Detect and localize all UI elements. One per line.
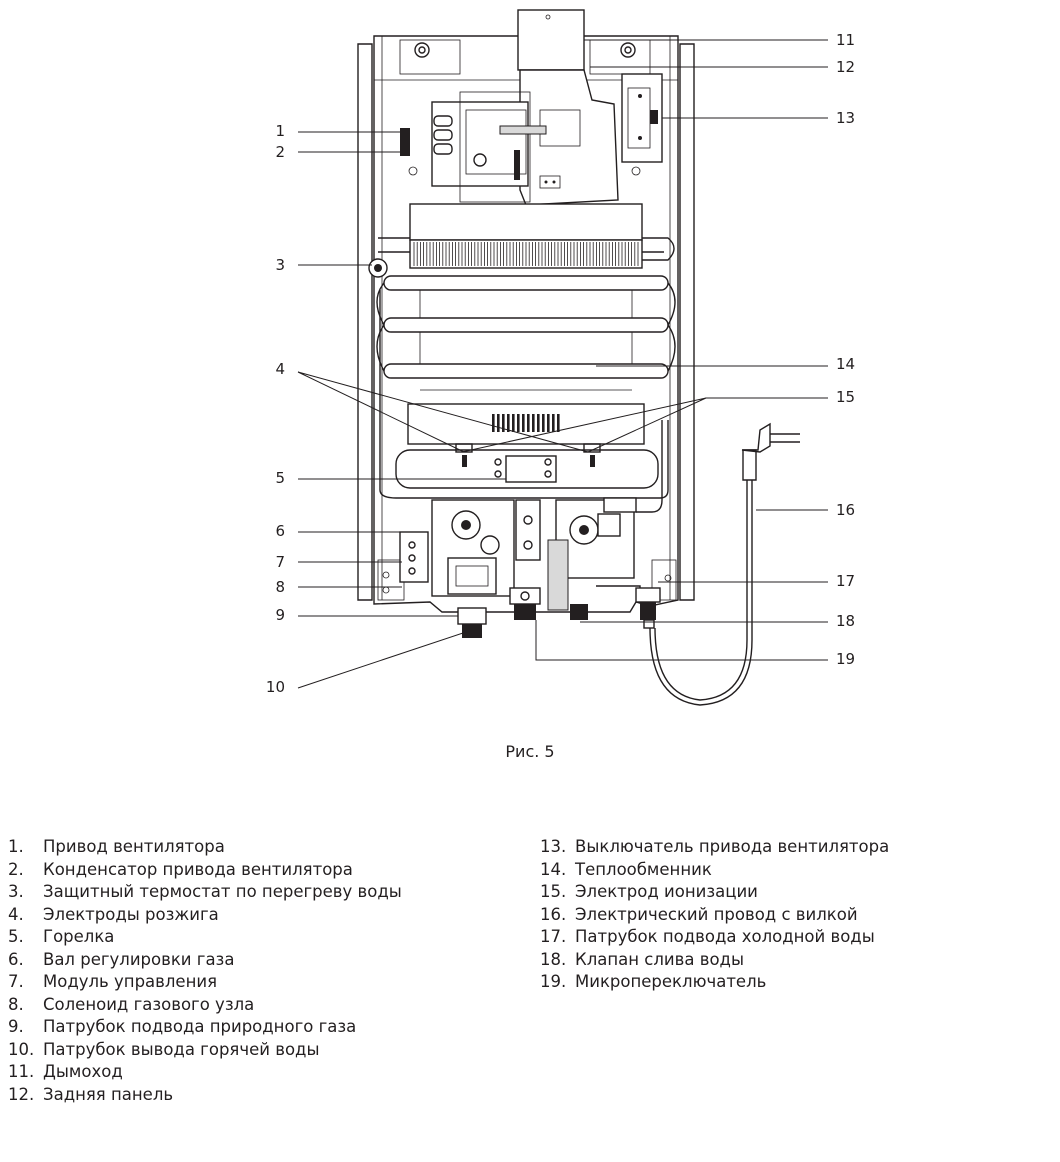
- legend-number: 17.: [540, 927, 567, 946]
- legend-item: 10. Патрубок вывода горячей воды: [8, 1039, 402, 1062]
- gas-valve: [399, 499, 541, 597]
- legend-text: Привод вентилятора: [43, 837, 225, 856]
- legend-text: Патрубок подвода холодной воды: [575, 927, 875, 946]
- callout-4: 4: [275, 360, 285, 378]
- legend-item: 5. Горелка: [8, 926, 402, 949]
- legend-number: 15.: [540, 882, 567, 901]
- legend-item: 4. Электроды розжига: [8, 904, 402, 927]
- pipe-connectors: [457, 587, 661, 638]
- legend-number: 18.: [540, 949, 567, 969]
- callout-15: 15: [836, 388, 855, 406]
- callout-19: 19: [836, 650, 855, 668]
- legend-number: 9.: [8, 1017, 24, 1036]
- legend-number: 11.: [8, 1062, 35, 1081]
- legend-number: 8.: [8, 994, 24, 1014]
- legend-item: 18. Клапан слива воды: [540, 949, 889, 972]
- legend-text: Выключатель привода вентилятора: [575, 837, 890, 856]
- callout-3: 3: [275, 256, 285, 274]
- legend-text: Модуль управления: [43, 972, 218, 991]
- water-valve: [547, 420, 663, 611]
- callout-14: 14: [836, 355, 855, 373]
- flue: [517, 9, 619, 206]
- legend-item: 2. Конденсатор привода вентилятора: [8, 859, 402, 882]
- callout-18: 18: [836, 612, 855, 630]
- legend-number: 3.: [8, 882, 24, 901]
- legend-text: Горелка: [43, 927, 115, 946]
- exchanger-fins: [413, 242, 639, 266]
- legend-text: Соленоид газового узла: [43, 994, 255, 1014]
- power-cord: [649, 422, 800, 706]
- legend-item: 6. Вал регулировки газа: [8, 949, 402, 972]
- callout-7: 7: [275, 553, 285, 571]
- callout-11: 11: [836, 31, 855, 49]
- legend-item: 7. Модуль управления: [8, 971, 402, 994]
- callout-5: 5: [275, 469, 285, 487]
- side-rails: [357, 43, 695, 601]
- legend-number: 12.: [8, 1084, 35, 1104]
- legend-text: Задняя панель: [43, 1084, 174, 1104]
- legend-number: 14.: [540, 859, 567, 879]
- legend-item: 16. Электрический провод с вилкой: [540, 904, 889, 927]
- legend-number: 5.: [8, 927, 24, 946]
- legend-number: 16.: [540, 904, 567, 924]
- legend-text: Дымоход: [43, 1062, 123, 1081]
- legend-number: 19.: [540, 972, 567, 991]
- legend-number: 1.: [8, 837, 24, 856]
- fan-motor: [400, 91, 547, 203]
- legend-text: Конденсатор привода вентилятора: [43, 859, 353, 879]
- legend-number: 10.: [8, 1039, 35, 1059]
- callout-leaders: [297, 39, 828, 689]
- callout-12: 12: [836, 58, 855, 76]
- legend-text: Электроды розжига: [43, 904, 219, 924]
- legend-text: Микропереключатель: [575, 972, 767, 991]
- legend-text: Клапан слива воды: [575, 949, 744, 969]
- legend-text: Патрубок вывода горячей воды: [43, 1039, 320, 1059]
- legend-text: Электрод ионизации: [575, 882, 758, 901]
- callout-16: 16: [836, 501, 855, 519]
- overheat-thermostat: [368, 258, 388, 278]
- legend-left: 1. Привод вентилятора 2. Конденсатор привод…: [8, 836, 402, 1106]
- legend-number: 6.: [8, 949, 24, 969]
- legend-item: 1. Привод вентилятора: [8, 836, 402, 859]
- legend-right: 13. Выключатель привода вентилятора 14. Теп…: [540, 836, 889, 994]
- legend-text: Теплообменник: [575, 859, 712, 879]
- legend-item: 8. Соленоид газового узла: [8, 994, 402, 1017]
- legend-item: 19. Микропереключатель: [540, 971, 889, 994]
- figure-caption: Рис. 5: [505, 742, 555, 761]
- heat-exchanger: [376, 203, 676, 391]
- legend-item: 3. Защитный термостат по перегреву воды: [8, 881, 402, 904]
- legend-number: 2.: [8, 859, 24, 879]
- callout-9: 9: [275, 606, 285, 624]
- callout-2: 2: [275, 143, 285, 161]
- legend-number: 7.: [8, 972, 24, 991]
- callout-13: 13: [836, 109, 855, 127]
- legend-item: 13. Выключатель привода вентилятора: [540, 836, 889, 859]
- legend-text: Патрубок подвода природного газа: [43, 1017, 357, 1036]
- callout-10: 10: [266, 678, 285, 696]
- legend-item: 14. Теплообменник: [540, 859, 889, 882]
- legend-item: 17. Патрубок подвода холодной воды: [540, 926, 889, 949]
- fan-switch: [621, 73, 663, 163]
- callout-17: 17: [836, 572, 855, 590]
- legend-number: 13.: [540, 837, 567, 856]
- legend-text: Электрический провод с вилкой: [575, 904, 858, 924]
- legend-item: 12. Задняя панель: [8, 1084, 402, 1107]
- callout-8: 8: [275, 578, 285, 596]
- legend-item: 15. Электрод ионизации: [540, 881, 889, 904]
- legend-item: 11. Дымоход: [8, 1061, 402, 1084]
- callout-6: 6: [275, 522, 285, 540]
- burner-slots: [492, 414, 560, 432]
- legend-text: Вал регулировки газа: [43, 949, 235, 969]
- legend-item: 9. Патрубок подвода природного газа: [8, 1016, 402, 1039]
- callout-1: 1: [275, 122, 285, 140]
- legend-text: Защитный термостат по перегреву воды: [43, 882, 402, 901]
- legend-number: 4.: [8, 904, 24, 924]
